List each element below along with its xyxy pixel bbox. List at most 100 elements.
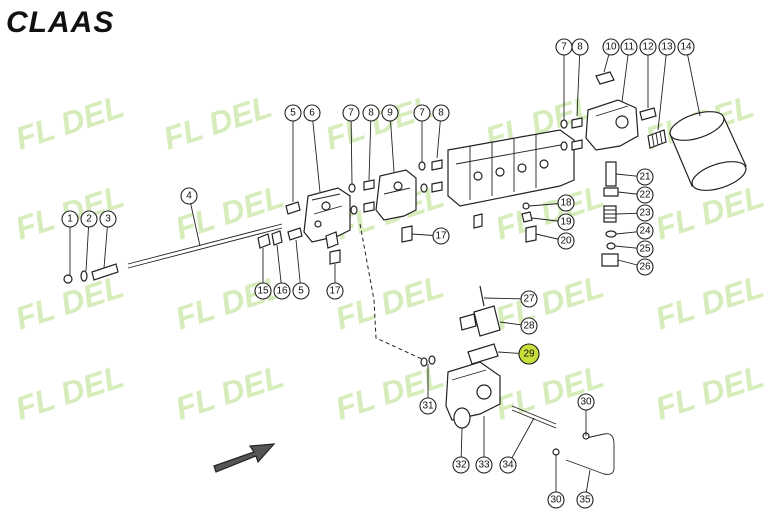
leader-line-8a: [368, 112, 372, 181]
callout-circle: [452, 456, 470, 474]
callout-23: 23: [636, 204, 654, 222]
solenoid-coil-28: [459, 305, 501, 337]
callout-19: 19: [557, 213, 575, 231]
oil-filter-14: [669, 111, 747, 191]
part-22: [603, 187, 619, 197]
watermark-text: FL DEL: [491, 358, 608, 427]
callout-circle: [577, 393, 595, 411]
callout-label: 35: [579, 495, 591, 506]
watermark-text: FL DEL: [651, 268, 765, 337]
callout-29: 29: [518, 343, 540, 365]
leader-line-8c: [576, 46, 581, 117]
callout-circle: [557, 232, 575, 250]
callout-label: 20: [560, 236, 572, 247]
callout-18: 18: [557, 194, 575, 212]
callout-circle: [658, 38, 676, 56]
callout-label: 18: [560, 198, 572, 209]
callout-circle: [432, 227, 450, 245]
callout-label: 4: [186, 191, 192, 202]
callout-label: 23: [639, 208, 651, 219]
callout-30a: 30: [577, 393, 595, 411]
callout-circle: [636, 186, 654, 204]
part-24: [605, 230, 617, 238]
valve-block-6: [303, 187, 351, 249]
callout-circle: [475, 456, 493, 474]
direction-arrow: [213, 443, 276, 473]
callout-26: 26: [636, 258, 654, 276]
callout-circle: [273, 282, 291, 300]
callout-label: 13: [661, 42, 673, 53]
callout-circle: [303, 104, 321, 122]
leader-line-11: [621, 46, 630, 103]
callout-34: 34: [499, 456, 517, 474]
callout-label: 27: [523, 294, 535, 305]
callout-circle: [636, 240, 654, 258]
fitting-17b: [329, 249, 341, 265]
callout-circle: [284, 104, 302, 122]
leader-line-14: [685, 46, 701, 117]
callout-2: 2: [80, 210, 98, 228]
watermark-text: FL DEL: [651, 358, 765, 427]
callout-circle: [636, 168, 654, 186]
valve-manifold-stack: [447, 129, 575, 207]
callout-label: 33: [478, 460, 490, 471]
callout-label: 8: [577, 42, 583, 53]
callout-circle: [620, 38, 638, 56]
callout-circle: [61, 210, 79, 228]
callout-circle: [576, 491, 594, 509]
callout-label: 5: [290, 108, 296, 119]
callout-label: 7: [561, 42, 567, 53]
part-20: [525, 225, 537, 243]
callout-label: 2: [86, 214, 92, 225]
watermark-text: FL DEL: [171, 358, 288, 427]
filter-head-11: [585, 99, 639, 151]
callout-label: 26: [639, 262, 651, 273]
callout-circle: [518, 343, 540, 365]
watermark-text: FL DEL: [11, 88, 128, 157]
callout-9: 9: [381, 104, 399, 122]
callout-14: 14: [677, 38, 695, 56]
watermark-text: FL DEL: [171, 268, 288, 337]
callout-circle: [432, 104, 450, 122]
callout-circle: [99, 210, 117, 228]
callout-circle: [362, 104, 380, 122]
part-19: [521, 211, 533, 223]
callout-label: 11: [624, 42, 635, 53]
pin-34: [511, 405, 557, 425]
part-1-nut: [63, 274, 73, 284]
callout-30b: 30: [547, 491, 565, 509]
callout-label: 8: [368, 108, 374, 119]
callout-circle: [677, 38, 695, 56]
valve-body-33: [445, 361, 501, 421]
callout-circle: [292, 282, 310, 300]
callout-circle: [639, 38, 657, 56]
callout-label: 7: [419, 108, 425, 119]
fitting-5a: [285, 201, 301, 215]
callout-label: 28: [523, 321, 535, 332]
callout-circle: [636, 222, 654, 240]
leader-line-2: [85, 218, 90, 272]
callout-22: 22: [636, 186, 654, 204]
callout-35: 35: [576, 491, 594, 509]
callout-label: 17: [329, 286, 341, 297]
callout-circle: [636, 204, 654, 222]
callout-label: 12: [642, 42, 654, 53]
callout-21: 21: [636, 168, 654, 186]
callout-7b: 7: [413, 104, 431, 122]
part-25: [606, 242, 616, 250]
leader-line-34: [507, 417, 535, 466]
callout-4: 4: [180, 187, 198, 205]
claas-logo: CLAAS: [6, 6, 114, 39]
callout-label: 21: [639, 172, 651, 183]
callout-24: 24: [636, 222, 654, 240]
callout-label: 5: [298, 286, 304, 297]
callout-label: 1: [67, 214, 73, 225]
callout-label: 9: [387, 108, 393, 119]
callout-8c: 8: [571, 38, 589, 56]
screw-27: [479, 285, 485, 307]
callout-33: 33: [475, 456, 493, 474]
callout-8a: 8: [362, 104, 380, 122]
fitting-17a-left: [401, 225, 413, 243]
callout-31: 31: [419, 397, 437, 415]
